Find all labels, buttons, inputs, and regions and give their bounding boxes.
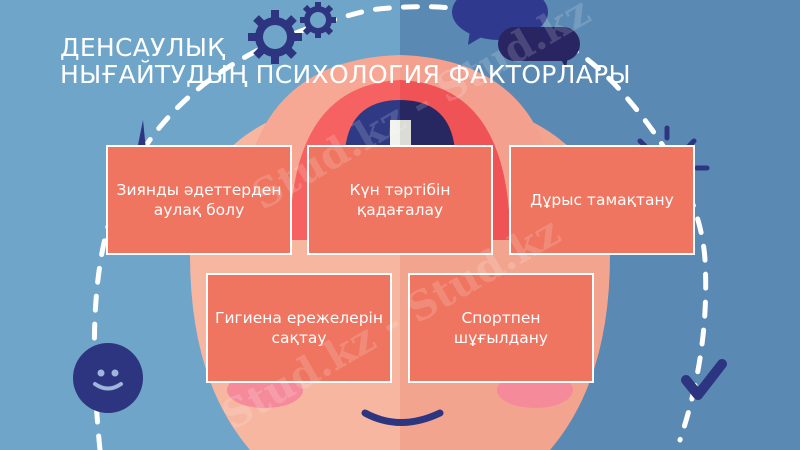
card-label: Спортпен шұғылдану (453, 309, 549, 347)
card-label: Дұрыс тамақтану (530, 191, 674, 209)
title-line-1: ДЕНСАУЛЫҚ (60, 33, 226, 62)
card-daily-routine[interactable]: Күн тәртібін қадағалау (307, 145, 493, 255)
card-proper-nutrition[interactable]: Дұрыс тамақтану (509, 145, 695, 255)
card-avoid-bad-habits[interactable]: Зиянды әдеттерден аулақ болу (106, 145, 292, 255)
smiley-icon (73, 343, 143, 413)
card-sports[interactable]: Спортпен шұғылдану (408, 273, 594, 383)
gears-icon (248, 2, 336, 64)
slide-title: ДЕНСАУЛЫҚ НЫҒАЙТУДЫҢ ПСИХОЛОГИЯ ФАКТОРЛА… (60, 34, 631, 88)
title-line-2: НЫҒАЙТУДЫҢ ПСИХОЛОГИЯ ФАКТОРЛАРЫ (60, 60, 631, 89)
card-label: Гигиена ережелерін сақтау (215, 309, 383, 347)
speech-bubbles-icon (452, 0, 580, 68)
card-label: Күн тәртібін қадағалау (349, 181, 451, 219)
card-hygiene-rules[interactable]: Гигиена ережелерін сақтау (206, 273, 392, 383)
card-label: Зиянды әдеттерден аулақ болу (116, 181, 282, 219)
checkmark-icon (681, 359, 727, 400)
